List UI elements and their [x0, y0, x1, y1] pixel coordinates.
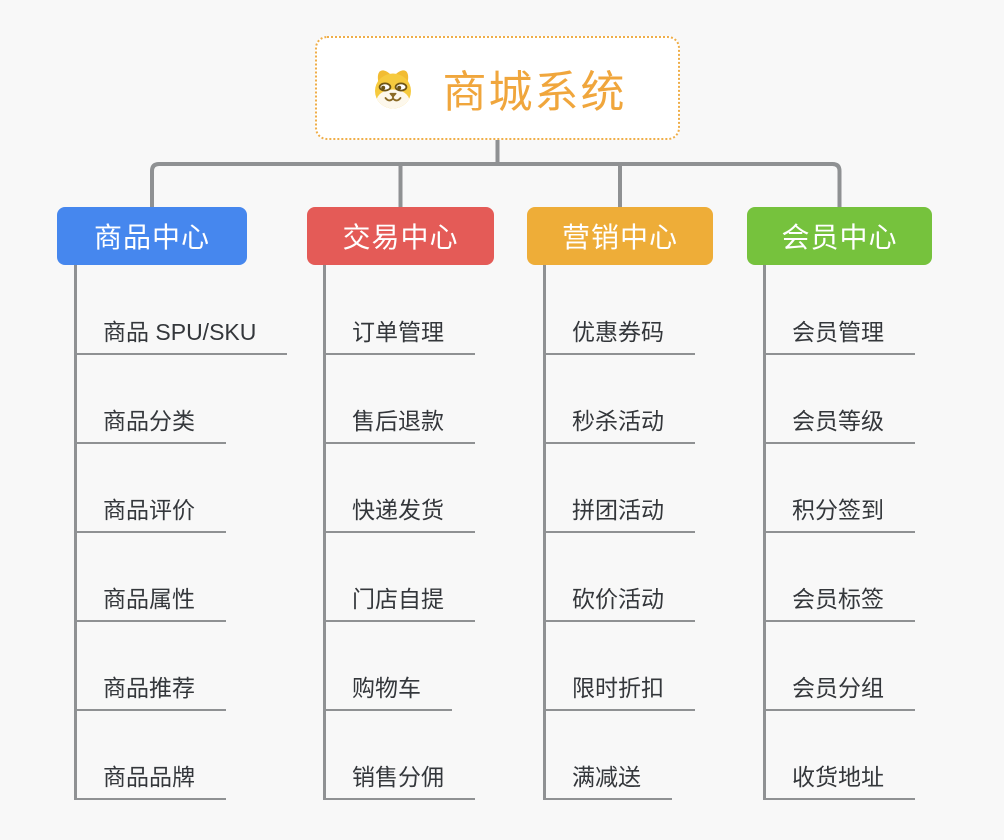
branch-label: 商品中心 [93, 222, 210, 253]
branch-node-trade-center[interactable]: 交易中心 [307, 207, 494, 265]
leaf-node[interactable]: 秒杀活动 [543, 406, 695, 444]
branch-node-marketing-center[interactable]: 营销中心 [527, 207, 713, 265]
leaf-node[interactable]: 商品品牌 [74, 762, 226, 800]
doge-face-icon [374, 70, 411, 109]
leaf-node[interactable]: 拼团活动 [543, 495, 695, 533]
leaf-node[interactable]: 限时折扣 [543, 673, 695, 711]
branch-node-member-center[interactable]: 会员中心 [747, 207, 932, 265]
leaf-node[interactable]: 会员管理 [763, 317, 915, 355]
leaf-node[interactable]: 优惠券码 [543, 317, 695, 355]
leaf-node[interactable]: 订单管理 [323, 317, 475, 355]
leaf-node[interactable]: 商品 SPU/SKU [74, 317, 288, 355]
leaf-node[interactable]: 商品推荐 [74, 673, 226, 711]
branch-node-product-center[interactable]: 商品中心 [57, 207, 247, 265]
leaf-node[interactable]: 满减送 [543, 762, 672, 800]
root-title: 商城系统 [442, 68, 627, 117]
leaf-node[interactable]: 商品评价 [74, 495, 226, 533]
leaf-node[interactable]: 会员标签 [763, 584, 915, 622]
branch-label: 营销中心 [561, 222, 678, 253]
leaf-node[interactable]: 积分签到 [763, 495, 915, 533]
leaf-node[interactable]: 收货地址 [763, 762, 915, 800]
leaf-node[interactable]: 售后退款 [323, 406, 475, 444]
branch-rail-line [150, 162, 842, 208]
leaf-node[interactable]: 商品分类 [74, 406, 226, 444]
leaf-node[interactable]: 商品属性 [74, 584, 226, 622]
branch-label: 会员中心 [781, 222, 898, 253]
leaf-node[interactable]: 会员分组 [763, 673, 915, 711]
branch-label: 交易中心 [342, 222, 459, 253]
leaf-node[interactable]: 砍价活动 [543, 584, 695, 622]
leaf-node[interactable]: 门店自提 [323, 584, 475, 622]
root-node[interactable]: 商城系统 [315, 36, 680, 140]
leaf-node[interactable]: 会员等级 [763, 406, 915, 444]
leaf-node[interactable]: 快递发货 [323, 495, 475, 533]
leaf-node[interactable]: 销售分佣 [323, 762, 475, 800]
leaf-node[interactable]: 购物车 [323, 673, 452, 711]
